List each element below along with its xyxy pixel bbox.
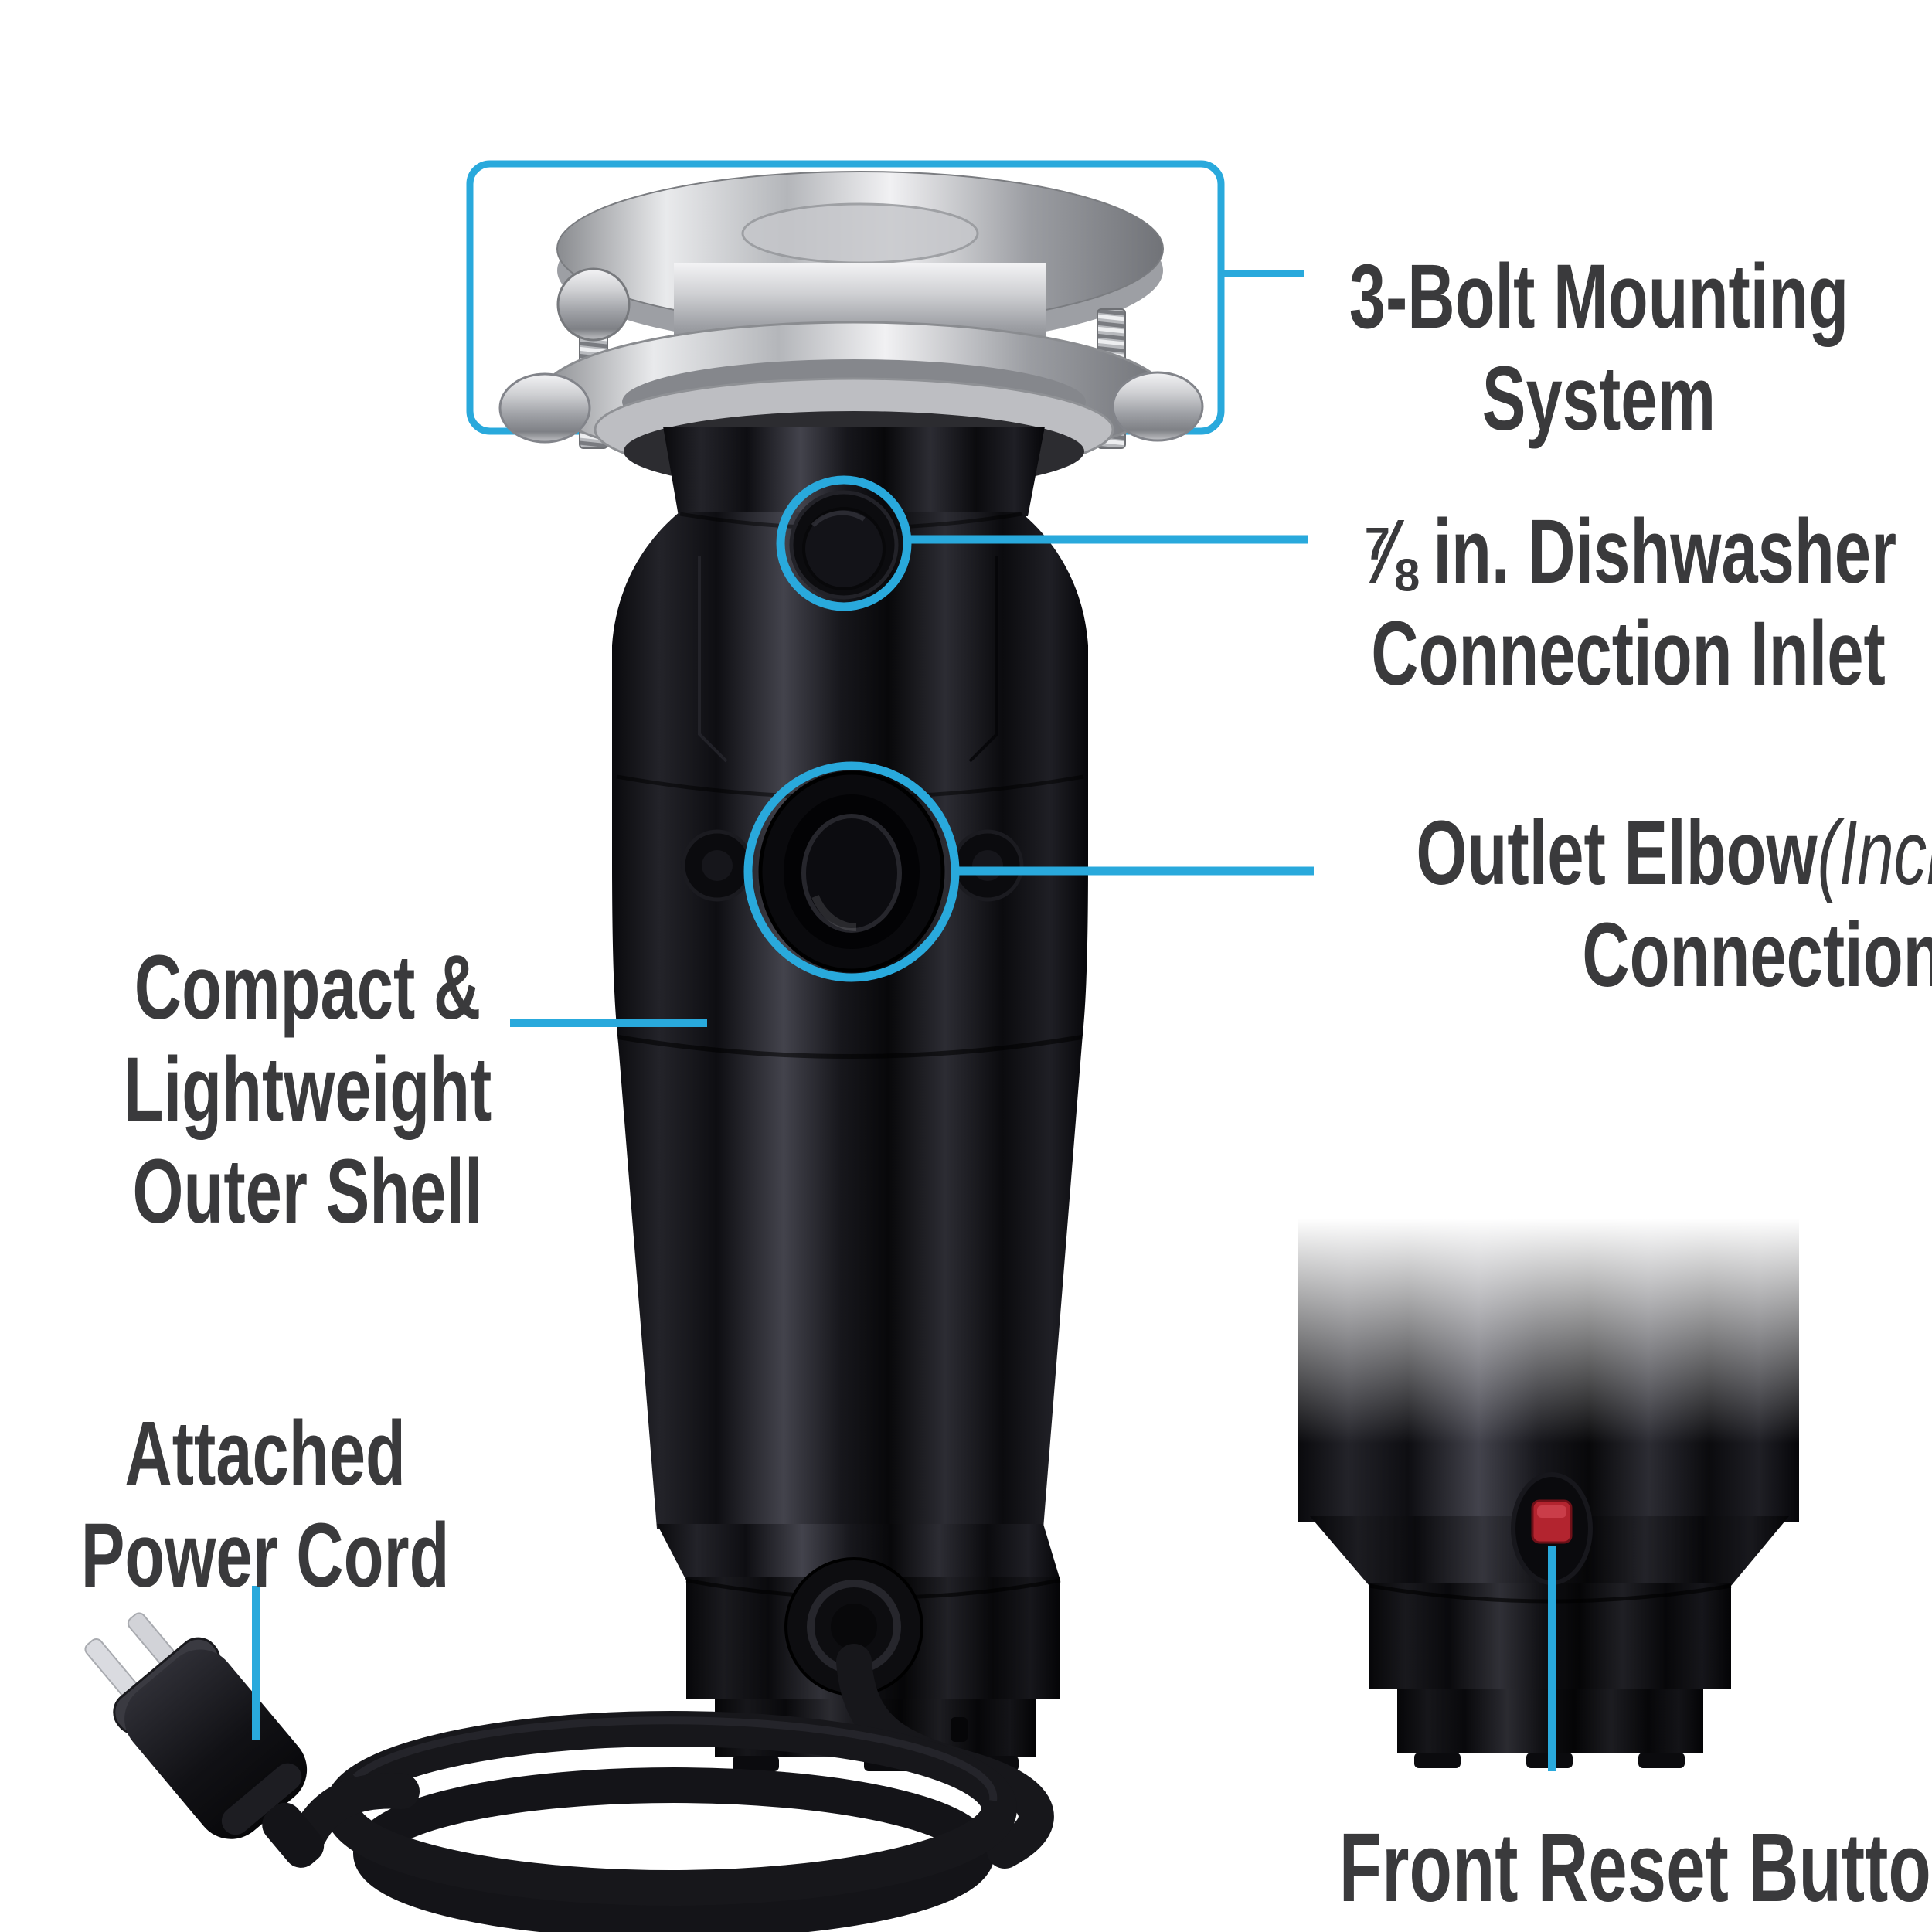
label-power-cord: Attached Power Cord: [9, 1403, 504, 1607]
body-seam-lower: [617, 1035, 1083, 1059]
label-text: ⅞ in. Dishwasher: [1359, 501, 1897, 603]
power-cord-hub: [784, 1557, 923, 1696]
label-text: Outlet Elbow: [1416, 802, 1818, 904]
label-text: Connection: [1582, 904, 1932, 1007]
outlet-elbow-opening: [681, 770, 1024, 973]
cord-to-plug: [291, 1773, 420, 1852]
label-text-italic: (Included): [1817, 802, 1932, 904]
label-text: 3-Bolt Mounting: [1349, 246, 1849, 348]
cord-highlight: [352, 1716, 998, 1801]
label-text: Power Cord: [80, 1505, 450, 1607]
label-front-reset-button: Front Reset Button: [1216, 1813, 1932, 1922]
disposal-neck: [663, 427, 1045, 516]
dishwasher-inlet: [789, 490, 899, 600]
power-plug: [84, 1612, 325, 1868]
body-panel-line-left: [698, 556, 728, 763]
label-text: Connection Inlet: [1371, 603, 1886, 706]
power-cord: [84, 1612, 1054, 1932]
plug-boot: [262, 1802, 325, 1868]
label-text: Outer Shell: [132, 1141, 483, 1243]
reset-button-highlight: [1537, 1505, 1566, 1518]
reset-button-closeup: [1267, 1080, 1818, 1768]
label-text: Compact &: [134, 937, 481, 1039]
disposal-body: [612, 512, 1088, 1529]
flange-center: [741, 202, 979, 264]
mounting-lug-left: [498, 372, 591, 444]
label-text: Front Reset Button: [1338, 1813, 1932, 1922]
label-text: Lightweight: [123, 1039, 492, 1141]
plug-collar: [221, 1763, 302, 1835]
label-mounting-system: 3-Bolt Mounting System: [1252, 246, 1870, 450]
closeup-base-notch: [1638, 1753, 1685, 1768]
mounting-lug-right: [1111, 371, 1204, 442]
label-dishwasher-inlet: ⅞ in. Dishwasher Connection Inlet: [1256, 501, 1896, 705]
base-slot: [951, 1717, 968, 1742]
label-outer-shell: Compact & Lightweight Outer Shell: [45, 937, 570, 1243]
closeup-fade: [1267, 1080, 1818, 1444]
body-panel-line-right: [968, 556, 998, 763]
label-text: Attached: [124, 1403, 406, 1505]
base-notch: [733, 1756, 779, 1771]
disposal-unit: [612, 427, 1088, 1771]
label-text: System: [1481, 348, 1716, 451]
label-outlet-elbow: Outlet Elbow(Included) Connection: [1281, 802, 1932, 1006]
base-bevel: [657, 1524, 1060, 1580]
closeup-base-notch: [1414, 1753, 1461, 1768]
